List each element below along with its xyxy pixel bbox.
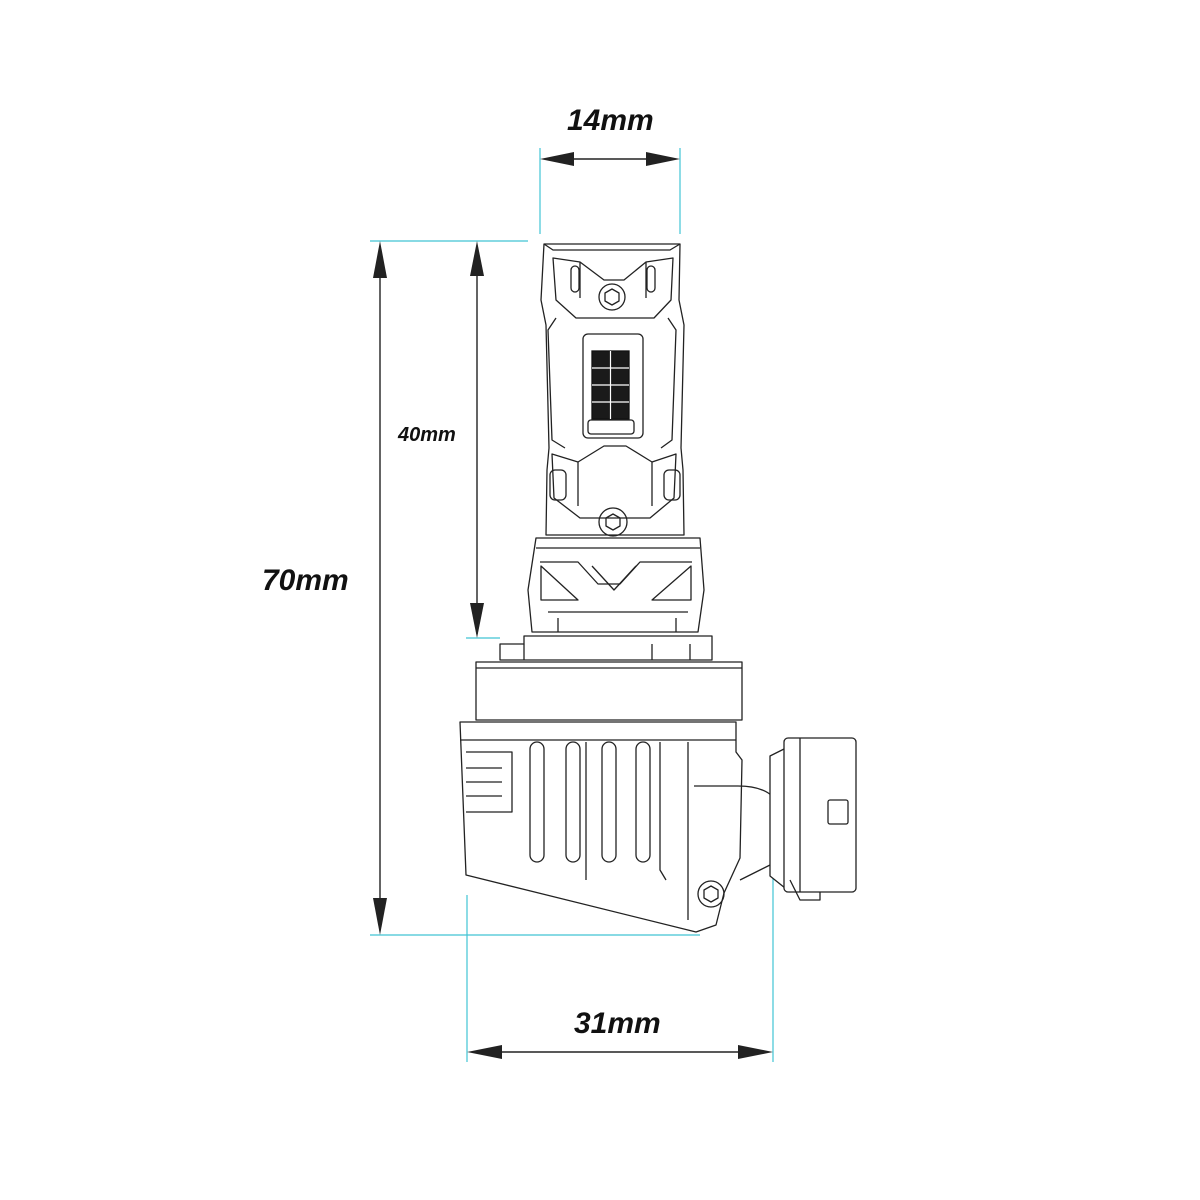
vent-slot <box>529 741 545 863</box>
total-height-label: 70mm <box>262 564 349 597</box>
top-width-label: 14mm <box>567 104 654 137</box>
arrow-up <box>470 241 484 276</box>
dimension-led-height <box>470 241 484 638</box>
arrow-left <box>540 152 574 166</box>
base-housing <box>459 721 785 933</box>
bulb-illustration <box>459 243 857 933</box>
vent-slot <box>601 741 617 863</box>
vent-slot <box>565 741 581 863</box>
side-connector <box>769 737 857 901</box>
upper-screw-icon <box>598 283 626 311</box>
housing-screw-icon <box>697 880 725 908</box>
vent-slot <box>635 741 651 863</box>
arrow-up <box>373 241 387 278</box>
arrow-right <box>738 1045 773 1059</box>
dimension-bottom-width <box>467 1045 773 1059</box>
led-head <box>540 243 685 537</box>
arrow-down <box>470 603 484 638</box>
dimension-total-height <box>373 241 387 935</box>
bulb-neck <box>527 537 705 633</box>
arrow-down <box>373 898 387 935</box>
lower-screw-icon <box>598 507 628 537</box>
arrow-right <box>646 152 680 166</box>
led-chip-icon <box>582 333 644 439</box>
dimension-top-width <box>540 152 680 166</box>
led-height-label: 40mm <box>398 424 456 446</box>
arrow-left <box>467 1045 502 1059</box>
locking-flange <box>475 635 743 721</box>
bottom-width-label: 31mm <box>574 1007 661 1040</box>
